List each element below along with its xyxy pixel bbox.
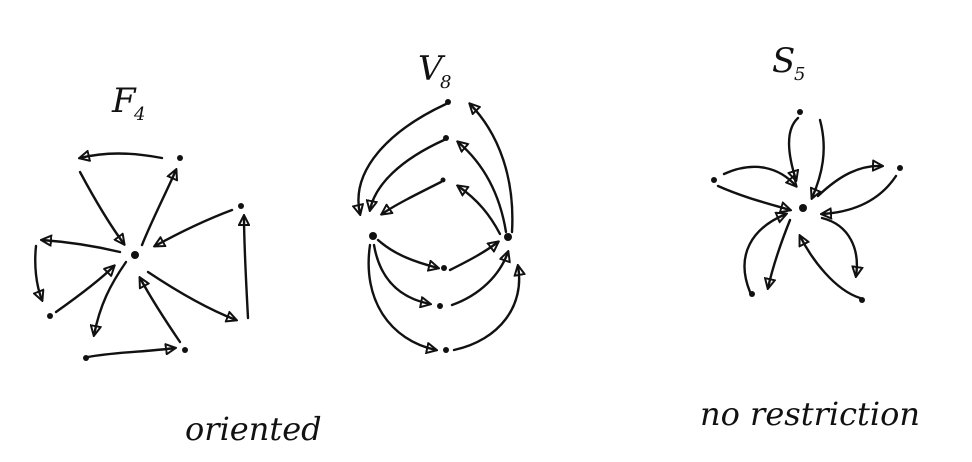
edge: [458, 142, 508, 234]
edge: [812, 118, 825, 198]
graph-f4-subscript: 4: [133, 104, 145, 125]
node: [177, 155, 183, 161]
node: [859, 297, 865, 303]
graph-f4: F 4: [35, 81, 322, 448]
edge: [816, 166, 882, 198]
edge: [244, 216, 248, 320]
node: [182, 347, 188, 353]
edge: [820, 216, 857, 276]
edge: [140, 278, 182, 344]
node: [47, 313, 53, 319]
graph-v8: V 8: [358, 49, 519, 353]
edge: [42, 240, 122, 254]
graph-v8-edges: [358, 104, 519, 350]
node: [897, 165, 903, 171]
edge: [376, 238, 438, 268]
node: [441, 265, 447, 271]
edge: [716, 184, 790, 210]
edge: [458, 186, 502, 236]
edge: [768, 218, 792, 288]
edge: [372, 243, 430, 304]
node: [504, 233, 512, 241]
graph-f4-name: F: [111, 81, 137, 121]
edge: [94, 260, 128, 335]
node: [369, 232, 377, 240]
edge: [358, 102, 448, 214]
edge: [722, 165, 796, 186]
graph-s5-caption: no restriction: [700, 395, 920, 433]
edge: [743, 214, 786, 294]
edge: [800, 236, 862, 300]
edge: [382, 180, 443, 214]
graph-s5: S 5 no restriction: [700, 41, 920, 433]
node: [445, 99, 451, 105]
node: [131, 251, 139, 259]
graph-f4-edges: [35, 154, 248, 359]
edge: [822, 174, 898, 214]
graph-s5-nodes: [711, 109, 903, 303]
node: [443, 135, 449, 141]
edge: [155, 208, 234, 246]
edge: [146, 270, 236, 320]
node: [799, 204, 807, 212]
graph-f4-nodes: [47, 155, 244, 361]
edge: [80, 154, 164, 159]
node: [749, 291, 755, 297]
edge: [450, 252, 508, 307]
edge: [86, 348, 175, 359]
graph-v8-subscript: 8: [440, 72, 451, 93]
edge: [452, 266, 519, 352]
graph-s5-edges: [716, 116, 898, 300]
edge: [470, 104, 514, 234]
node: [238, 203, 244, 209]
graph-v8-nodes: [369, 99, 512, 353]
graph-s5-name: S: [772, 41, 795, 81]
edge: [367, 243, 436, 350]
edge: [789, 116, 798, 180]
node: [797, 109, 803, 115]
edge: [54, 266, 114, 314]
edge: [448, 242, 498, 272]
node: [440, 177, 446, 183]
graph-f4-caption: oriented: [185, 410, 322, 448]
edge: [140, 170, 176, 247]
edge: [78, 170, 124, 244]
node: [83, 355, 89, 361]
node: [711, 177, 717, 183]
node: [443, 347, 449, 353]
graph-v8-name: V: [418, 49, 446, 89]
edge: [370, 138, 446, 210]
graph-s5-subscript: 5: [794, 64, 805, 85]
edge: [35, 244, 42, 300]
node: [437, 303, 443, 309]
